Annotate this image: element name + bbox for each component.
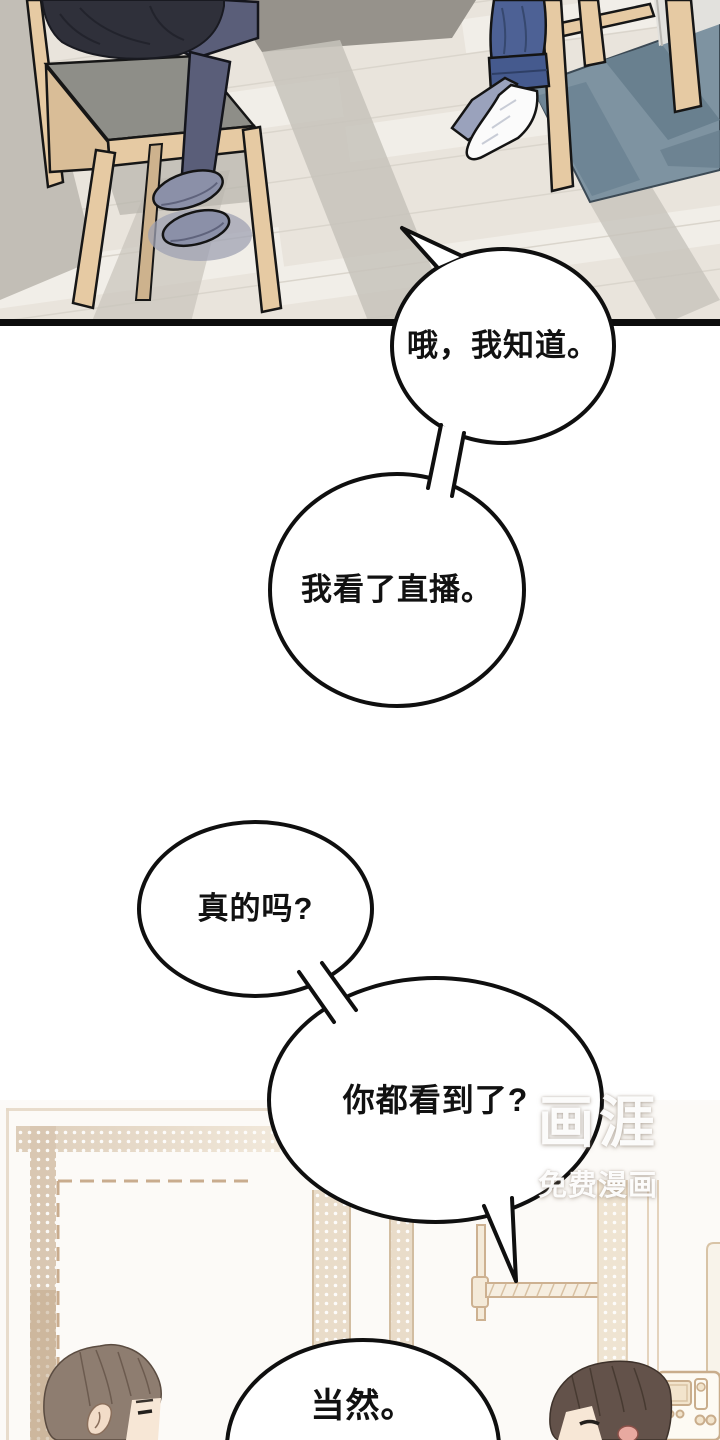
top-panel-scene (0, 0, 720, 326)
bubble-text: 我看了直播。 (301, 572, 493, 608)
speech-bubble: 你都看到了? (267, 976, 604, 1224)
left-character-head (43, 1343, 162, 1440)
person-sitting (40, 0, 260, 261)
bubble-text: 你都看到了? (342, 1081, 529, 1118)
panel-border (0, 319, 720, 326)
bubble-text: 真的吗? (197, 891, 314, 927)
bubble-text: 哦，我知道。 (407, 328, 599, 364)
towel-bar (471, 1224, 601, 1321)
bubble-text: 当然。 (310, 1387, 416, 1425)
speech-bubble: 真的吗? (137, 820, 374, 998)
speech-bubble: 哦，我知道。 (390, 247, 616, 445)
right-character-head (549, 1360, 673, 1440)
person-jeans-leg (450, 0, 551, 161)
right-chair (540, 0, 703, 193)
speech-bubble: 我看了直播。 (268, 472, 526, 708)
